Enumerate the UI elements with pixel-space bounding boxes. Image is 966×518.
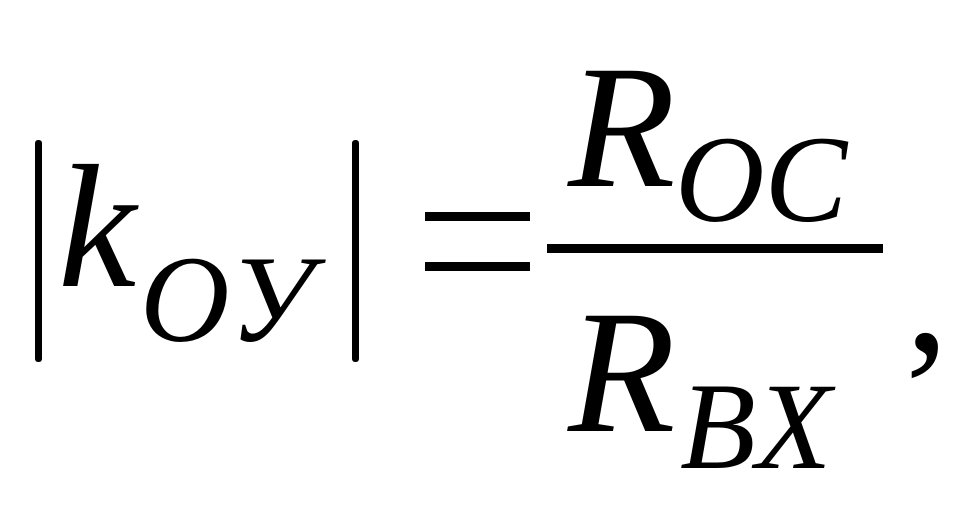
equals-sign-bottom-line — [425, 262, 530, 271]
equals-sign-top-line — [425, 212, 530, 221]
absolute-value-right-bar — [352, 140, 359, 362]
absolute-value-left-bar — [35, 140, 42, 362]
lhs-symbol: k — [58, 130, 137, 325]
numerator-subscript: OC — [675, 111, 848, 248]
lhs-subscript: OУ — [140, 231, 313, 368]
denominator-subscript: BX — [680, 358, 832, 495]
fraction-bar — [547, 244, 883, 253]
numerator-symbol: R — [568, 30, 676, 225]
denominator-symbol: R — [568, 275, 676, 470]
trailing-comma: , — [905, 195, 949, 390]
